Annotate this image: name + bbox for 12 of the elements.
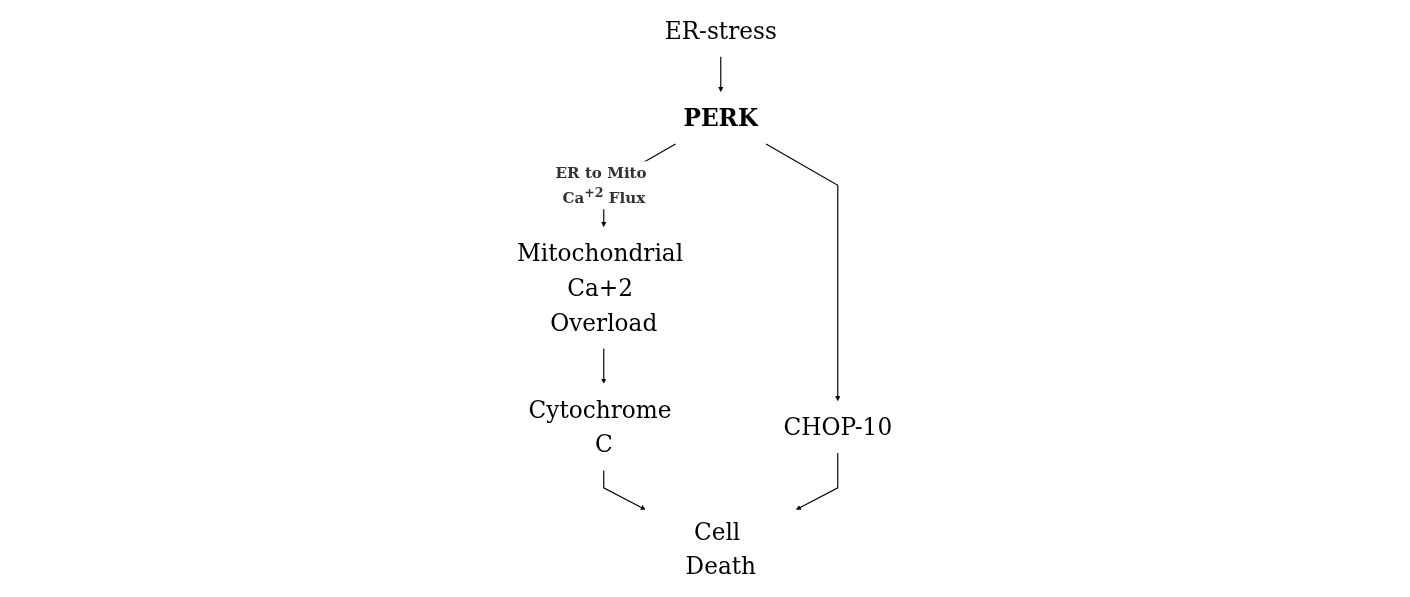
node-text: Mitochondrial Ca+2 Overload bbox=[517, 239, 684, 336]
arrow bbox=[718, 56, 724, 92]
edge-label: ER to Mito Ca$^{+2}$ Flux bbox=[555, 163, 648, 207]
node-text: Cell Death bbox=[685, 518, 757, 580]
arrow bbox=[603, 469, 646, 510]
node-text: PERK bbox=[683, 103, 759, 132]
arrow bbox=[765, 143, 841, 402]
node-text: CHOP-10 bbox=[783, 413, 893, 441]
arrow bbox=[601, 348, 607, 384]
arrow bbox=[796, 452, 839, 510]
node-text: ER-stress bbox=[665, 17, 778, 45]
node-text: Cytochrome C bbox=[528, 396, 672, 458]
